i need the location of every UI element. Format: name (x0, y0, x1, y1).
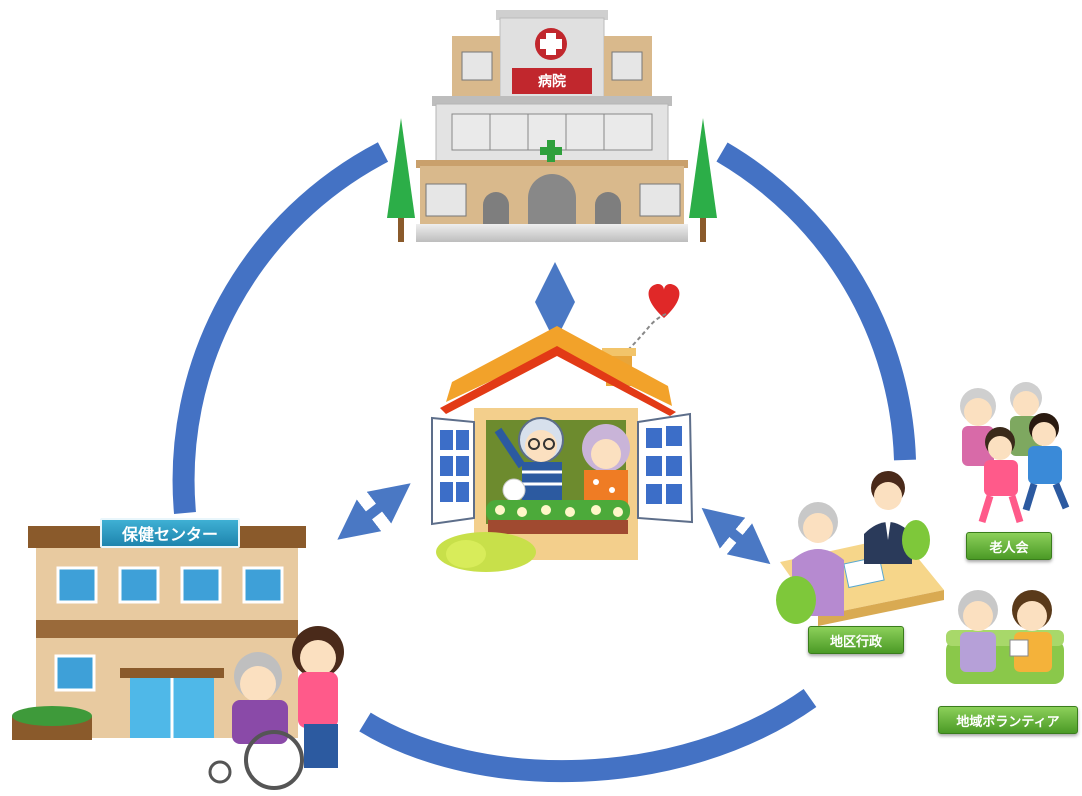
hospital-building-icon (387, 10, 717, 242)
community-volunteer-label: 地域ボランティア (938, 706, 1078, 734)
health-center-label: 保健センター (100, 518, 240, 548)
consultation-meeting-icon (776, 471, 944, 626)
circle-arc-bottom (359, 689, 817, 783)
volunteer-visiting-senior-icon (946, 590, 1064, 684)
network-circle (172, 142, 916, 783)
seniors-club-label: 老人会 (966, 532, 1052, 560)
arrows (337, 262, 771, 565)
hospital-label: 病院 (512, 68, 592, 94)
home-with-elderly-couple-icon (431, 283, 694, 572)
circle-arc-top-right (716, 142, 916, 461)
walking-seniors-icon (960, 382, 1070, 524)
arrow-home-health-center (337, 483, 411, 540)
district-admin-label: 地区行政 (808, 626, 904, 654)
caregiver-with-wheelchair-icon (208, 626, 344, 790)
arrow-home-district (701, 507, 771, 565)
heart-icon (648, 283, 680, 318)
circle-arc-top-left (172, 142, 389, 514)
